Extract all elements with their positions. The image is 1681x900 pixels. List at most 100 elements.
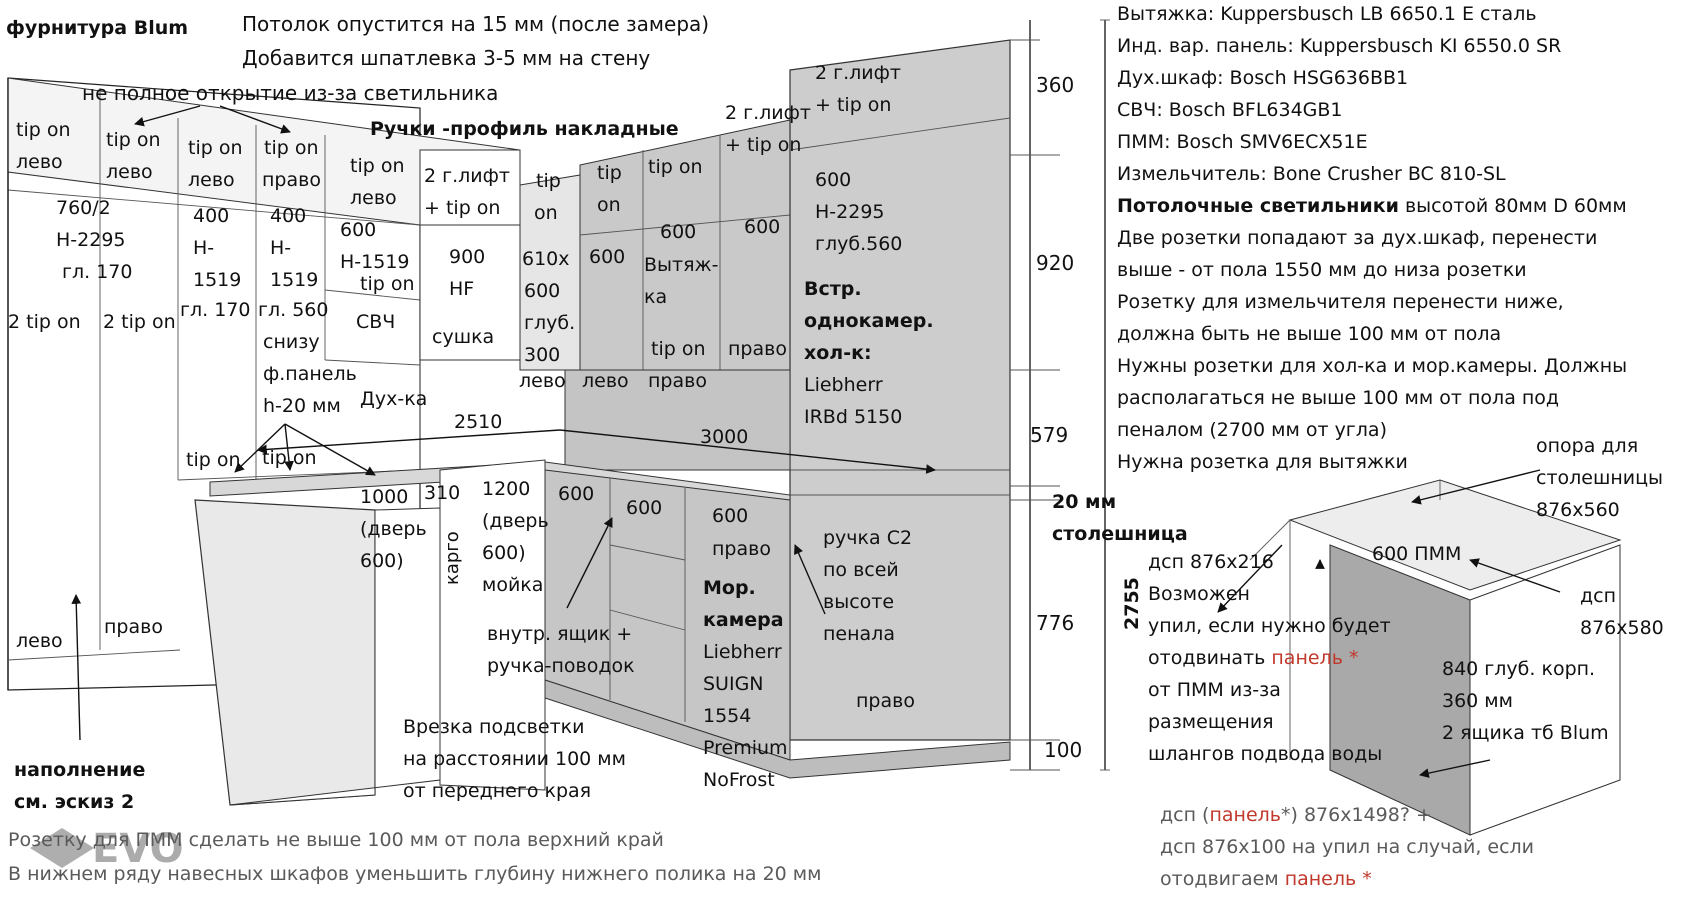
freezer-model-line: Liebherr xyxy=(703,641,782,663)
dsp-bottom-line: отодвигаем панель * xyxy=(1160,868,1372,890)
panel-word: панель xyxy=(1271,647,1343,669)
spec-microwave: СВЧ: Bosch BFL634GB1 xyxy=(1117,99,1343,121)
handle-c2-note: ручка С2 по всей высоте пенала xyxy=(823,527,912,645)
dsp-right-2: 876x580 xyxy=(1580,617,1664,639)
c6-line: HF xyxy=(449,278,474,300)
dsp-note-line: размещения xyxy=(1148,711,1274,733)
pmm-label: 600 ПММ xyxy=(1372,543,1461,565)
spec-lights: Потолочные светильники высотой 80мм D 60… xyxy=(1117,195,1627,217)
support-line: опора для xyxy=(1536,435,1638,457)
c6-line: + tip on xyxy=(424,197,500,219)
freezer-title-2: камера xyxy=(703,609,784,631)
cargo-width: 310 xyxy=(424,482,460,504)
c3-line: лево xyxy=(188,169,235,191)
handle-note-line: по всей xyxy=(823,559,899,581)
drawer-600-a: 600 xyxy=(558,483,594,505)
sink-line: мойка xyxy=(482,574,543,596)
dsp-note-move: отодвинать xyxy=(1148,647,1271,669)
base-cabinets xyxy=(439,459,791,791)
countertop-label: столешница xyxy=(1052,523,1188,545)
c7-line: лево xyxy=(519,370,566,392)
dsp-bottom-b: *) 876х1498? + xyxy=(1281,804,1432,826)
c9-line: Вытяж- xyxy=(644,254,719,276)
note-light-opening: не полное открытие из-за светильника xyxy=(82,81,498,105)
dsp-right-1: дсп xyxy=(1580,585,1616,607)
freezer-600: 600 xyxy=(712,505,748,527)
c2-line: 2 tip on xyxy=(103,311,176,333)
support-line: столешницы xyxy=(1536,467,1663,489)
c9-line: tip on xyxy=(651,338,706,360)
height-579: 579 xyxy=(1030,423,1068,447)
freezer-model-line: Premium xyxy=(703,737,788,759)
c4-line: ф.панель xyxy=(263,363,357,385)
c2-line: tip on xyxy=(106,129,161,151)
c7-line: 610x xyxy=(522,248,570,270)
fridge-line: Встр. xyxy=(804,278,862,300)
island-labels: 1000 (дверь 600) xyxy=(360,486,427,572)
spec-disposer: Измельчитель: Bone Crusher BC 810-SL xyxy=(1117,163,1506,185)
cabinet-8-labels: tip on 600 лево xyxy=(582,162,629,392)
c3-line: H- xyxy=(193,237,214,259)
support-line: 876x560 xyxy=(1536,499,1620,521)
dsp-note-line: Возможен xyxy=(1148,583,1250,605)
panel-star: * xyxy=(1343,647,1359,669)
corpus-line: 2 ящика тб Blum xyxy=(1442,722,1609,744)
island-line: 600) xyxy=(360,550,404,572)
c10-line: 600 xyxy=(744,216,780,238)
c5-line: лево xyxy=(350,187,397,209)
c9-line: ка xyxy=(644,286,667,308)
c4-line: 400 xyxy=(270,205,306,227)
cabinet-1-labels: tip on лево 760/2 H-2295 гл. 170 2 tip o… xyxy=(8,119,132,652)
freezer-right: право xyxy=(712,538,771,560)
dsp-note-line: шлангов подвода воды xyxy=(1148,743,1382,765)
c10-line: право xyxy=(728,338,787,360)
socket-note-6: располагаться не выше 100 мм от пола под xyxy=(1117,387,1559,409)
c4-line: h-20 мм xyxy=(263,395,341,417)
drawer-note-2: ручка-поводок xyxy=(487,655,635,677)
c8-line: on xyxy=(597,194,621,216)
freezer-model: Liebherr SUIGN 1554 Premium NoFrost xyxy=(703,641,788,791)
cabinet-10-labels: 2 г.лифт + tip on 600 право xyxy=(725,102,811,360)
c4-line: H- xyxy=(270,237,291,259)
c5-line: tip on xyxy=(360,273,415,295)
c7-line: 300 xyxy=(524,344,560,366)
handle-note-line: высоте xyxy=(823,591,894,613)
c1-line: 2 tip on xyxy=(8,311,81,333)
freezer-model-line: 1554 xyxy=(703,705,751,727)
c5-line: tip on xyxy=(350,155,405,177)
c8-line: лево xyxy=(582,370,629,392)
handle-note-line: ручка С2 xyxy=(823,527,912,549)
page-title: фурнитура Blum xyxy=(6,17,188,39)
socket-note-3: Розетку для измельчителя перенести ниже, xyxy=(1117,291,1564,313)
c10-line: 2 г.лифт xyxy=(725,102,811,124)
lights-rest: высотой 80мм D 60мм xyxy=(1399,195,1627,217)
watermark-text: EVO xyxy=(92,826,184,872)
backlight-note-2: на расстоянии 100 мм xyxy=(403,748,626,770)
column-right-label: право xyxy=(856,690,915,712)
c5-line: H-1519 xyxy=(340,251,410,273)
filling-note-1: наполнение xyxy=(14,759,145,781)
socket-note-8: Нужна розетка для вытяжки xyxy=(1117,451,1408,473)
note-putty: Добавится шпатлевка 3-5 мм на стену xyxy=(242,46,650,70)
c6-line: сушка xyxy=(432,326,494,348)
c10-line: + tip on xyxy=(725,134,801,156)
dsp-bottom-a: дсп ( xyxy=(1160,804,1209,826)
spec-panel: Инд. вар. панель: Kuppersbusch KI 6550.0… xyxy=(1117,35,1561,57)
c3-line: 1519 xyxy=(193,269,241,291)
annotation-arrows xyxy=(71,105,1561,778)
sink-line: (дверь xyxy=(482,510,549,532)
dim-2510: 2510 xyxy=(454,411,502,433)
tip-on-low-2: tip on xyxy=(262,447,317,469)
cabinet-4-labels: tip on право 400 H- 1519 гл. 560 снизу ф… xyxy=(258,137,357,417)
c7-line: tip xyxy=(536,170,561,192)
bottom-note-2: В нижнем ряду навесных шкафов уменьшить … xyxy=(8,863,821,885)
socket-note-7: пеналом (2700 мм от угла) xyxy=(1117,419,1387,441)
cargo-label: карго xyxy=(442,531,463,585)
c11-line: + tip on xyxy=(815,94,891,116)
spec-list: Вытяжка: Kuppersbusch LB 6650.1 E сталь … xyxy=(1117,3,1627,473)
c2-line: лево xyxy=(106,161,153,183)
note-handles: Ручки -профиль накладные xyxy=(370,118,679,140)
height-920: 920 xyxy=(1036,251,1074,275)
spec-oven: Дух.шкаф: Bosch HSG636BB1 xyxy=(1117,67,1408,89)
island-line: (дверь xyxy=(360,518,427,540)
